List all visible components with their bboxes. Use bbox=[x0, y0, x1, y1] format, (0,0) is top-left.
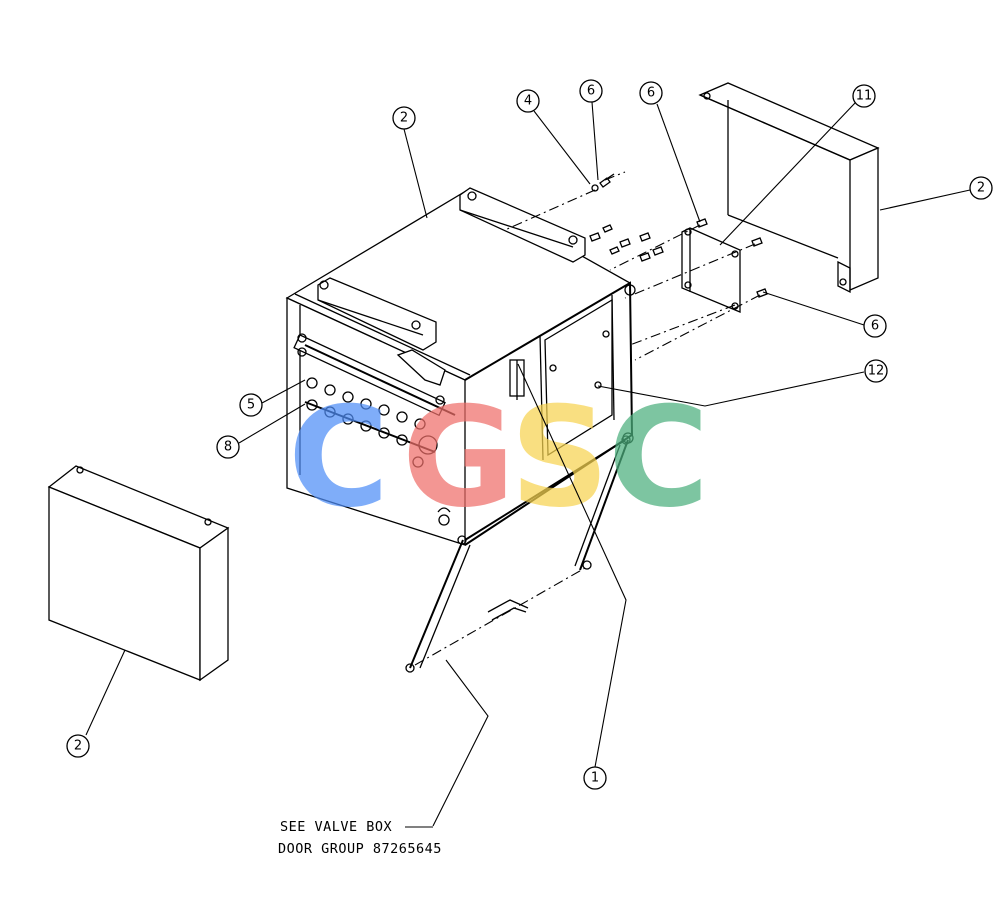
callout-6-b-label: 6 bbox=[647, 86, 655, 101]
mounting-plate bbox=[681, 227, 741, 313]
exploded-fasteners bbox=[504, 171, 768, 361]
callout-6-c-label: 6 bbox=[871, 319, 879, 334]
callout-1-label: 1 bbox=[591, 771, 599, 786]
cgsc-watermark: C G S C bbox=[288, 377, 709, 538]
port-fittings bbox=[304, 377, 438, 468]
callout-6-b: 6 bbox=[639, 81, 663, 105]
callout-2-right-label: 2 bbox=[977, 181, 985, 196]
callout-11-label: 11 bbox=[856, 89, 873, 104]
callout-4-label: 4 bbox=[524, 94, 532, 109]
top-bracket-rear bbox=[459, 187, 586, 263]
watermark-letter-3: S bbox=[510, 377, 609, 538]
callout-8-label: 8 bbox=[224, 440, 232, 455]
callout-8: 8 bbox=[216, 435, 240, 459]
callout-5-label: 5 bbox=[247, 398, 255, 413]
callout-2-top: 2 bbox=[392, 106, 416, 130]
watermark-letter-4: C bbox=[608, 377, 709, 538]
callout-4: 4 bbox=[516, 89, 540, 113]
callout-6-c: 6 bbox=[863, 314, 887, 338]
callout-5: 5 bbox=[239, 393, 263, 417]
front-cover bbox=[47, 465, 230, 682]
valve-bank bbox=[293, 333, 456, 417]
top-bracket-front bbox=[317, 277, 437, 351]
callout-12-label: 12 bbox=[868, 364, 885, 379]
watermark-letter-2: G bbox=[402, 377, 515, 538]
note-line-1: SEE VALVE BOX bbox=[280, 819, 392, 835]
callout-12: 12 bbox=[864, 359, 888, 383]
callout-11: 11 bbox=[852, 84, 876, 108]
callout-2-left-label: 2 bbox=[74, 739, 82, 754]
callout-6-a-label: 6 bbox=[587, 84, 595, 99]
callout-2-right: 2 bbox=[969, 176, 993, 200]
door-latch bbox=[437, 507, 451, 526]
callout-2-left: 2 bbox=[66, 734, 90, 758]
callout-2-top-label: 2 bbox=[400, 111, 408, 126]
callout-6-a: 6 bbox=[579, 79, 603, 103]
leader-lines bbox=[85, 101, 971, 827]
door-group-note: SEE VALVE BOX DOOR GROUP 87265645 bbox=[278, 819, 442, 857]
valve-box-door-frame bbox=[405, 435, 631, 673]
watermark-letter-1: C bbox=[288, 377, 389, 538]
top-cover bbox=[698, 82, 880, 294]
note-line-2: DOOR GROUP 87265645 bbox=[278, 841, 442, 857]
callout-1: 1 bbox=[583, 766, 607, 790]
